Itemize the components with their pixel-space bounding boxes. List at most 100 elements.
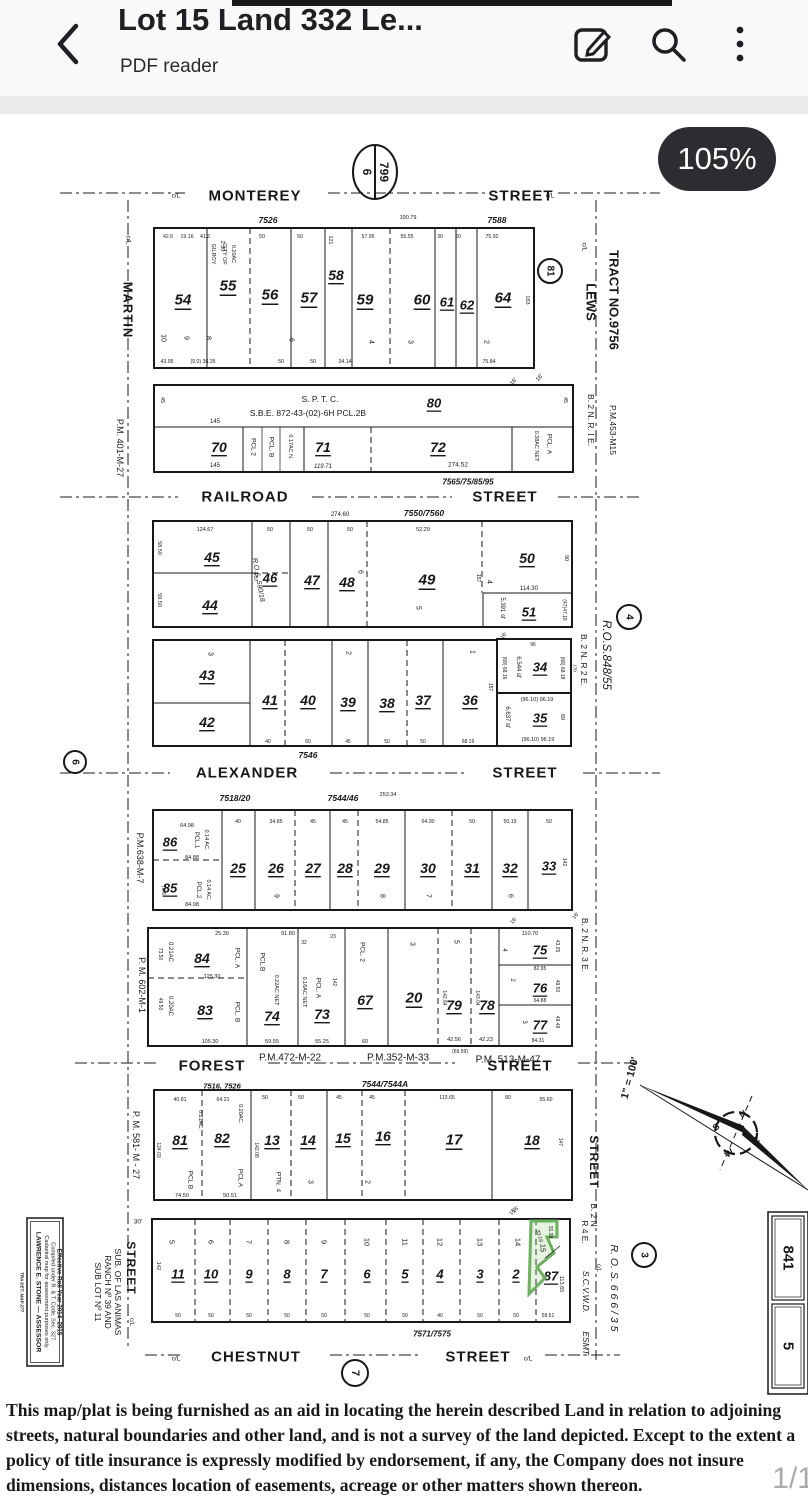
map-text: P.M.638-M-7 (135, 833, 145, 884)
map-text: 55.55 (401, 234, 414, 240)
lot-number: 41 (261, 692, 278, 708)
lot-number: 75 (533, 943, 548, 958)
map-text: 20 (455, 234, 461, 240)
map-text: (96.10) 96.19 (521, 697, 554, 703)
map-text: 70.6 (160, 885, 166, 895)
app-header: Lot 15 Land 332 Le... PDF reader (0, 0, 808, 96)
map-rect (774, 1218, 802, 1298)
lot-number: 39 (340, 694, 356, 710)
map-text: B. 2 N. R. I E. (586, 394, 596, 446)
map-text: 45 (336, 1095, 342, 1101)
document-title: Lot 15 Land 332 Le... (118, 2, 423, 37)
map-text: P. M. 602-M-1 (137, 957, 147, 1013)
map-text: 50 (298, 1095, 304, 1101)
map-text: 49.50 (554, 980, 560, 993)
map-text: 5,391 sf (499, 597, 505, 619)
map-text: S.C.V.W.D. (581, 1271, 591, 1314)
lot-number: 45 (203, 549, 220, 565)
edit-icon[interactable] (568, 20, 616, 68)
lot-number: 33 (542, 859, 557, 874)
lot-number: 9 (245, 1267, 253, 1282)
map-text: 841 (780, 1245, 797, 1270)
map-text: 16' (571, 911, 580, 920)
lot-number: 79 (446, 997, 462, 1013)
map-text: 59.50 (156, 593, 162, 607)
lot-number: 28 (336, 860, 353, 876)
map-rect (496, 692, 572, 747)
map-text: 90 (563, 555, 569, 561)
lot-number: 31 (464, 860, 480, 876)
map-text: 15 (539, 1244, 548, 1252)
lot-number: 72 (430, 439, 446, 455)
map-text: PCL.1 (193, 832, 199, 849)
map-text: (69.59) (452, 1049, 468, 1055)
map-text: 6 (507, 894, 514, 898)
map-text: 145 (210, 463, 221, 469)
map-text: 143.04 (474, 990, 480, 1006)
map-text: 40 (235, 819, 241, 825)
map-text: 50 (259, 234, 265, 240)
map-text: 0.14 AC. (205, 879, 211, 901)
lot-number: 70 (211, 439, 227, 455)
map-text: 1 (469, 650, 476, 654)
map-text: 19.16 (181, 234, 194, 240)
map-text: N (737, 1108, 748, 1120)
lot-number: 46 (262, 571, 278, 586)
map-rect (153, 384, 574, 473)
map-text: 8 (379, 894, 386, 898)
map-text: 157 (252, 572, 258, 581)
map-text: 2.30 (219, 241, 225, 252)
map-circle-label: 4 (624, 614, 635, 620)
map-text: 9 (183, 336, 190, 340)
map-text: c/L (524, 1356, 533, 1363)
lot-number: 56 (262, 287, 279, 304)
map-text: 60 (362, 1039, 368, 1045)
map-rect (147, 927, 573, 1047)
map-text: W (723, 1146, 736, 1159)
lot-number: 67 (357, 992, 374, 1008)
map-text: 157 (475, 574, 481, 583)
map-text: 6 (288, 338, 295, 342)
map-text: c/L (172, 1356, 181, 1363)
search-icon[interactable] (644, 20, 692, 68)
back-icon[interactable] (48, 18, 92, 70)
map-text: 50 (208, 1313, 214, 1319)
map-text: 58.50 (156, 541, 162, 555)
lot-number: 47 (303, 572, 321, 588)
lot-number: 40 (299, 692, 316, 708)
map-text: 74.50 (175, 1193, 189, 1199)
map-text: 121 (327, 236, 333, 245)
map-text: 0.22AC NET (273, 975, 279, 1007)
map-text: PCL. B (234, 1002, 241, 1023)
lot-number: 38 (379, 695, 395, 711)
lot-number: 5 (401, 1267, 409, 1282)
map-text: 60 (305, 739, 311, 745)
map-text: 64.98 (180, 823, 194, 829)
map-text: PCL. B (268, 437, 275, 458)
map-text: 142 (331, 978, 337, 987)
lot-number: 32 (502, 860, 518, 876)
lot-number: 61 (440, 295, 454, 310)
map-text: 8 (283, 1240, 292, 1244)
kebab-menu-icon[interactable] (716, 20, 764, 68)
map-text: 50 (321, 1313, 327, 1319)
map-text: c/L (125, 236, 132, 245)
map-text: (96.10) 96.19 (522, 737, 555, 743)
map-text: 82.95 (534, 966, 547, 972)
map-text: 10 (160, 334, 167, 342)
map-text: 7565/75/85/95 (442, 478, 494, 487)
map-text: Effective Roll Year 2014–2015 (56, 1249, 63, 1336)
map-rect (152, 639, 498, 747)
map-text: 50 (402, 1313, 408, 1319)
map-text: 110.70 (522, 931, 538, 937)
north-arrow (742, 1127, 808, 1190)
highlighted-lot-15 (527, 1219, 559, 1298)
map-text: 4 (368, 340, 375, 344)
map-text: 50 (284, 1313, 290, 1319)
map-rect (153, 1089, 573, 1201)
map-text: 11 (401, 1238, 410, 1246)
map-text: 50 (175, 1313, 181, 1319)
map-circle (63, 750, 87, 774)
map-text: c/L (546, 193, 555, 200)
